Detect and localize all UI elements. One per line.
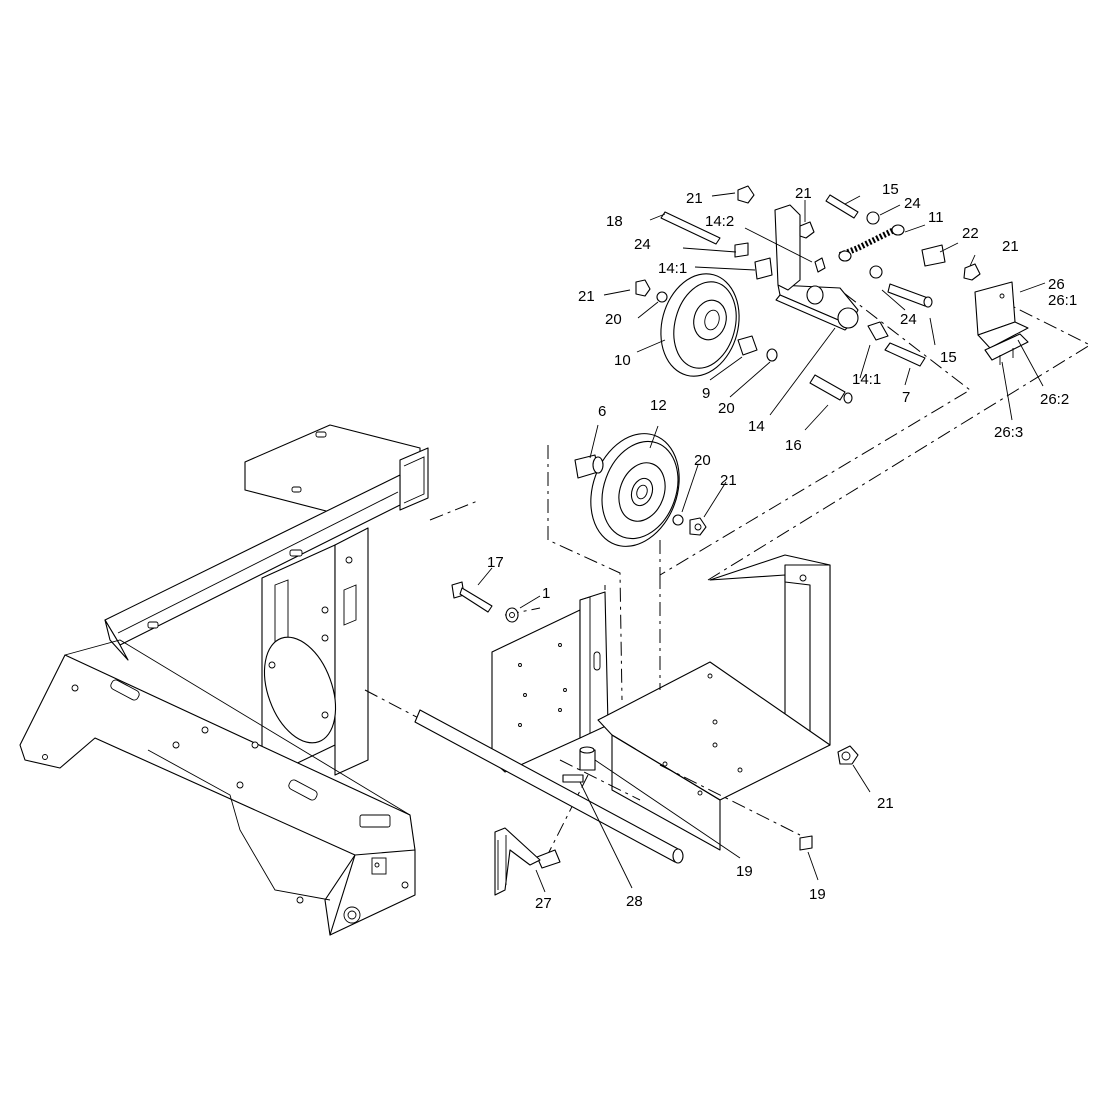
callout-22: 22 [962, 225, 979, 242]
callout-14-2: 14:2 [705, 213, 734, 230]
callout-19: 19 [809, 886, 826, 903]
shaft-assembly [414, 709, 859, 896]
callout-28: 28 [626, 893, 643, 910]
callout-24: 24 [634, 236, 651, 253]
callout-21: 21 [1002, 238, 1019, 255]
callout-26-1: 26:1 [1048, 292, 1077, 309]
callout-24: 24 [904, 195, 921, 212]
callout-16: 16 [785, 437, 802, 454]
callout-1: 1 [542, 585, 550, 602]
tension-spring [825, 194, 981, 308]
lower-pulley [574, 433, 707, 547]
callout-24: 24 [900, 311, 917, 328]
callout-17: 17 [487, 554, 504, 571]
callout-20: 20 [605, 311, 622, 328]
callout-21: 21 [720, 472, 737, 489]
callout-9: 9 [702, 385, 710, 402]
callout-27: 27 [535, 895, 552, 912]
callout-14: 14 [748, 418, 765, 435]
tension-arm [660, 185, 926, 404]
right-bracket [597, 554, 831, 851]
leader-lines [477, 192, 1046, 893]
callout-10: 10 [614, 352, 631, 369]
callout-21: 21 [877, 795, 894, 812]
upper-pulley [635, 273, 778, 377]
callout-7: 7 [902, 389, 910, 406]
callout-21: 21 [686, 190, 703, 207]
mounting-bracket [491, 591, 609, 773]
callout-18: 18 [606, 213, 623, 230]
callout-26: 26 [1048, 276, 1065, 293]
callout-14-1: 14:1 [658, 260, 687, 277]
callout-12: 12 [650, 397, 667, 414]
callout-21: 21 [795, 185, 812, 202]
callout-20: 20 [694, 452, 711, 469]
main-frame [19, 424, 429, 936]
bracket-26 [974, 281, 1029, 365]
callout-19: 19 [736, 863, 753, 880]
callout-15: 15 [882, 181, 899, 198]
callout-21: 21 [578, 288, 595, 305]
callout-labels: 21 21 15 24 11 18 14:2 22 21 24 14:1 26 … [487, 181, 1077, 912]
callout-20: 20 [718, 400, 735, 417]
bolt-17 [451, 581, 519, 623]
callout-15: 15 [940, 349, 957, 366]
callout-26-2: 26:2 [1040, 391, 1069, 408]
callout-6: 6 [598, 403, 606, 420]
callout-26-3: 26:3 [994, 424, 1023, 441]
callout-14-1: 14:1 [852, 371, 881, 388]
callout-11: 11 [928, 209, 944, 226]
